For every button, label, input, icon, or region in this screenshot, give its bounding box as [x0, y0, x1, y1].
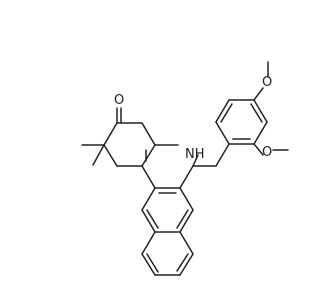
- bond: [192, 154, 199, 167]
- bond: [141, 209, 156, 233]
- dihydro-nitrogen-ring: [141, 144, 217, 189]
- double-bond: [176, 209, 189, 229]
- bond: [179, 209, 194, 233]
- bond: [215, 143, 230, 167]
- carbonyl-oxygen-label: O: [114, 93, 124, 108]
- bond: [179, 231, 194, 255]
- benzo-ring-outer: [141, 231, 194, 276]
- double-bond: [220, 103, 233, 123]
- bond: [179, 187, 194, 211]
- methyl-bond: [92, 144, 105, 166]
- double-bond: [176, 253, 189, 272]
- bond: [179, 165, 194, 189]
- bond: [253, 99, 268, 123]
- bond: [103, 144, 118, 167]
- benzo-ring-lower: [141, 187, 194, 233]
- double-bond: [250, 103, 263, 123]
- double-bond: [146, 253, 159, 273]
- amine-nh-label: NH: [185, 147, 205, 162]
- methoxy-bond: [253, 143, 264, 156]
- cyclohexenone-ring: [81, 107, 156, 167]
- molecule-svg: O NH O O: [81, 61, 289, 276]
- bond: [215, 99, 230, 123]
- bond: [141, 253, 156, 276]
- double-bond: [146, 209, 159, 229]
- bond: [179, 253, 194, 276]
- methoxy-oxygen-upper-label: O: [262, 75, 272, 90]
- bond: [141, 231, 156, 255]
- bond: [141, 165, 156, 189]
- dimethoxyphenyl-ring: [215, 61, 289, 167]
- bond: [215, 121, 230, 145]
- methoxy-oxygen-lower-label: O: [262, 145, 272, 160]
- bond: [253, 121, 268, 145]
- bond: [141, 144, 156, 167]
- methoxy-bond: [253, 87, 264, 101]
- molecule-drawing: O NH O O: [81, 61, 289, 276]
- bond: [103, 122, 118, 146]
- bond: [141, 187, 156, 211]
- bond: [141, 122, 156, 146]
